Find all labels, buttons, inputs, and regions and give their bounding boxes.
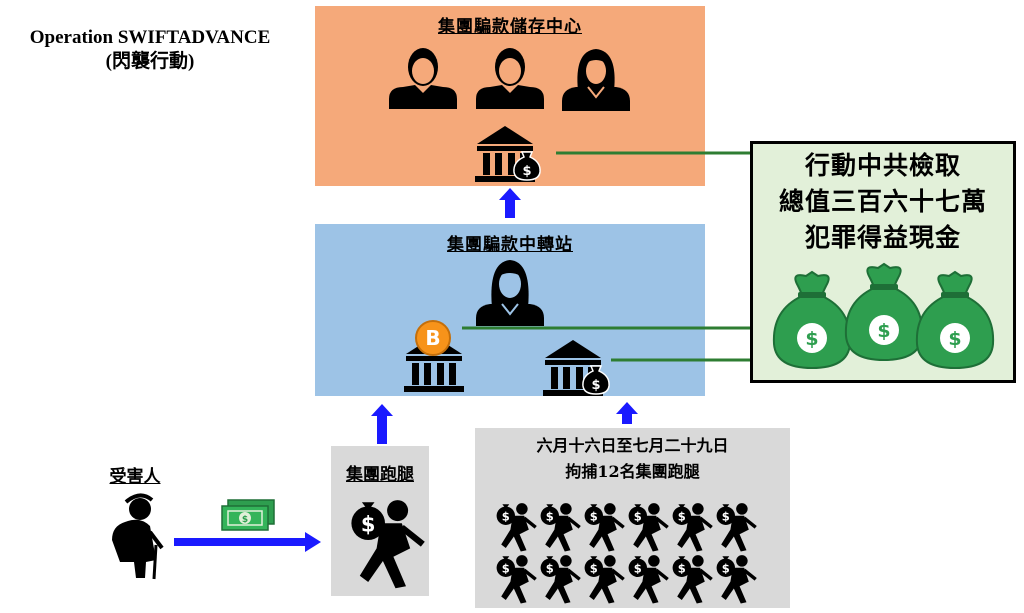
proceeds-line-3: 犯罪得益現金 — [804, 223, 961, 252]
arrested-runner-icon — [714, 501, 758, 554]
arrested-runner-icon — [582, 553, 626, 606]
person-icon — [476, 48, 544, 109]
runner-label: 集團跑腿 — [346, 465, 414, 485]
arrests-date-range: 六月十六日至七月二十九日 — [536, 436, 729, 455]
arrests-text: 六月十六日至七月二十九日 拘捕12名集團跑腿 — [475, 433, 790, 485]
svg-text:B: B — [425, 326, 440, 350]
person-icon — [389, 48, 457, 109]
up-arrow-icon — [499, 188, 521, 218]
arrested-runner-icon — [494, 501, 538, 554]
arrested-runners-group — [494, 501, 758, 606]
money-runner-icon — [351, 500, 422, 588]
arrested-runner-icon — [670, 501, 714, 554]
proceeds-line-2: 總值三百六十七萬 — [778, 187, 987, 216]
transfer-station-label: 集團騙款中轉站 — [447, 235, 573, 255]
arrested-runner-icon — [538, 553, 582, 606]
bitcoin-icon — [415, 320, 451, 356]
arrested-runner-icon — [494, 553, 538, 606]
arrests-count: 拘捕12名集團跑腿 — [565, 462, 700, 481]
elderly-victim-icon — [112, 493, 164, 580]
money-bag-icon — [915, 271, 995, 369]
arrested-runner-icon — [626, 501, 670, 554]
money-bag-icon — [772, 271, 852, 369]
operation-title-chinese: (閃襲行動) — [105, 51, 195, 72]
operation-title-english: Operation SWIFTADVANCE — [29, 27, 271, 48]
up-arrow-icon — [616, 402, 638, 424]
operation-title: Operation SWIFTADVANCE (閃襲行動) — [0, 26, 300, 74]
arrested-runner-icon — [626, 553, 670, 606]
arrested-runner-icon — [538, 501, 582, 554]
victim-label: 受害人 — [109, 467, 161, 487]
proceeds-text: 行動中共檢取 總值三百六十七萬 犯罪得益現金 — [750, 148, 1016, 256]
svg-text:$: $ — [242, 515, 248, 525]
right-arrow-icon — [174, 532, 321, 552]
storage-center-label: 集團騙款儲存中心 — [438, 17, 582, 37]
cash-icon: $ — [221, 499, 275, 531]
money-bag-icon — [844, 263, 924, 361]
proceeds-line-1: 行動中共檢取 — [804, 151, 961, 180]
money-bag-icon — [513, 151, 541, 181]
arrested-runner-icon — [582, 501, 626, 554]
arrested-runner-icon — [714, 553, 758, 606]
person-icon — [561, 48, 631, 112]
arrested-runner-icon — [670, 553, 714, 606]
money-bag-icon — [582, 365, 610, 395]
up-arrow-icon — [371, 404, 393, 444]
